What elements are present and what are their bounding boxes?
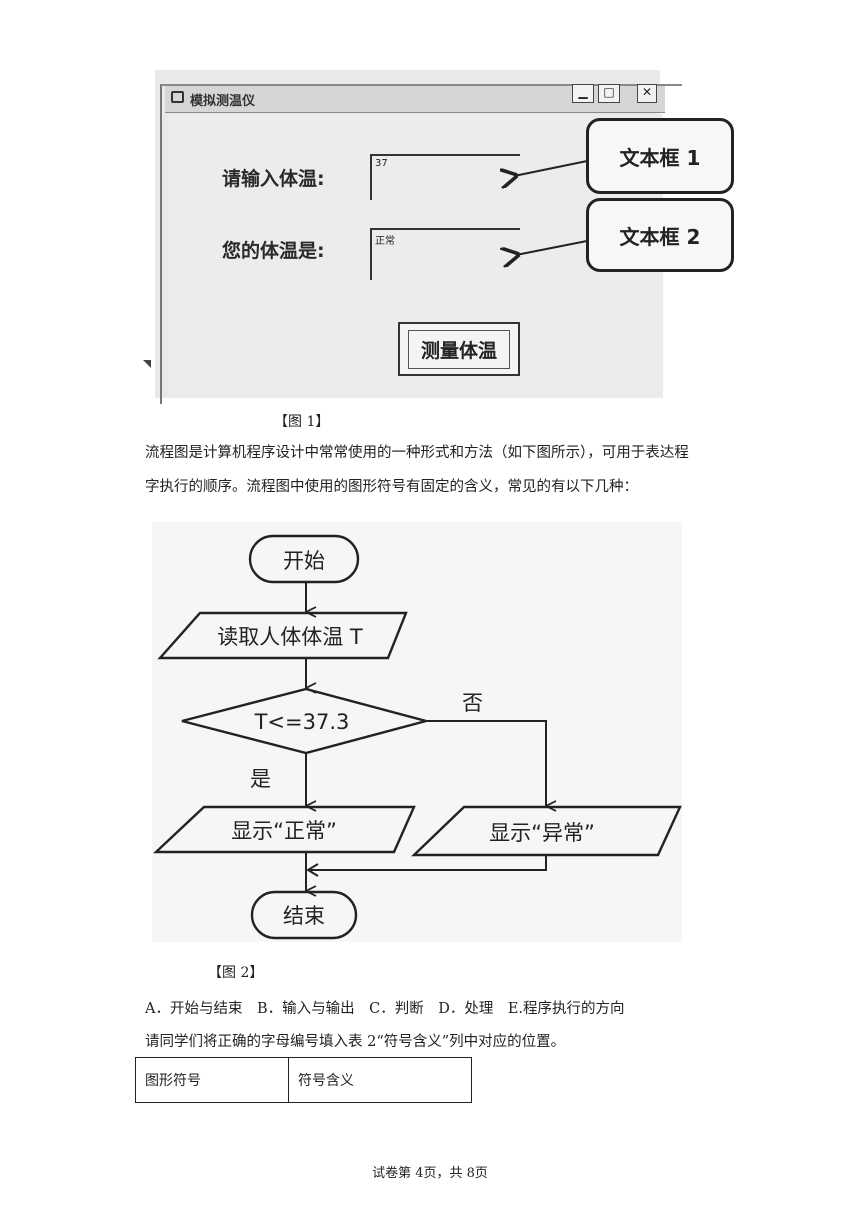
window-title: 模拟测温仪 <box>190 94 256 109</box>
minimize-button[interactable]: ▁ <box>572 84 594 103</box>
header-meaning: 符号含义 <box>288 1057 472 1103</box>
output-normal-parallelogram <box>152 805 416 854</box>
figure1-caption: 【图 1】 <box>274 414 330 430</box>
temperature-result-textbox[interactable]: 正常 <box>370 228 520 280</box>
input-label: 读取人体体温 T <box>217 625 363 649</box>
maximize-button[interactable]: □ <box>598 84 620 103</box>
page-footer: 试卷第 4页，共 8页 <box>372 1166 488 1181</box>
close-button[interactable]: ✕ <box>637 84 657 103</box>
yes-label: 是 <box>250 767 271 791</box>
intro-line-1: 流程图是计算机程序设计中常常使用的一种形式和方法（如下图所示），可用于表达程 <box>145 445 689 461</box>
merge-arrowhead <box>306 863 319 877</box>
flowchart: 开始 读取人体体温 T T<=37.3 否 是 显示“正常” 显示“异常” 结束 <box>152 534 682 940</box>
input-parallelogram <box>157 611 408 660</box>
measure-temperature-button[interactable]: 测量体温 <box>398 322 520 376</box>
no-label: 否 <box>462 691 483 715</box>
output-abnormal-label: 显示“异常” <box>489 821 595 845</box>
input-temperature-label: 请输入体温: <box>222 168 325 190</box>
resize-corner-icon <box>143 360 151 368</box>
window-frame <box>160 84 682 404</box>
symbol-table: 图形符号 符号含义 <box>135 1057 472 1103</box>
start-label: 开始 <box>283 549 325 573</box>
callout2-arrow <box>516 239 593 255</box>
figure2-caption: 【图 2】 <box>208 965 264 981</box>
arrow-abnormal-merge <box>308 855 547 871</box>
instruction-text: 请同学们将正确的字母编号填入表 2“符号含义”列中对应的位置。 <box>145 1034 566 1050</box>
header-symbol: 图形符号 <box>135 1057 289 1103</box>
callout-arrows <box>500 159 593 270</box>
output-temperature-label: 您的体温是: <box>222 240 325 262</box>
end-label: 结束 <box>283 904 325 928</box>
output-normal-label: 显示“正常” <box>231 819 337 843</box>
temperature-input-textbox[interactable]: 37 <box>370 154 520 200</box>
arrow-decision-no <box>426 720 546 806</box>
table-header-row: 图形符号 符号含义 <box>135 1057 472 1103</box>
measure-temperature-button-label: 测量体温 <box>407 329 510 369</box>
callout1-arrow <box>514 159 593 176</box>
callout-textbox2: 文本框 2 <box>586 198 734 272</box>
output-abnormal-parallelogram <box>411 805 682 857</box>
intro-line-2: 字执行的顺序。流程图中使用的图形符号有固定的含义，常见的有以下几种： <box>145 479 638 495</box>
symbol-options: A．开始与结束 B．输入与输出 C．判断 D．处理 E.程序执行的方向 <box>145 1001 625 1017</box>
window-app-icon <box>171 91 184 103</box>
decision-label: T<=37.3 <box>254 710 350 734</box>
callout-textbox1: 文本框 1 <box>586 118 734 194</box>
start-terminator <box>248 534 360 584</box>
end-terminator <box>250 890 358 940</box>
figure2-flowchart-background <box>152 522 682 942</box>
